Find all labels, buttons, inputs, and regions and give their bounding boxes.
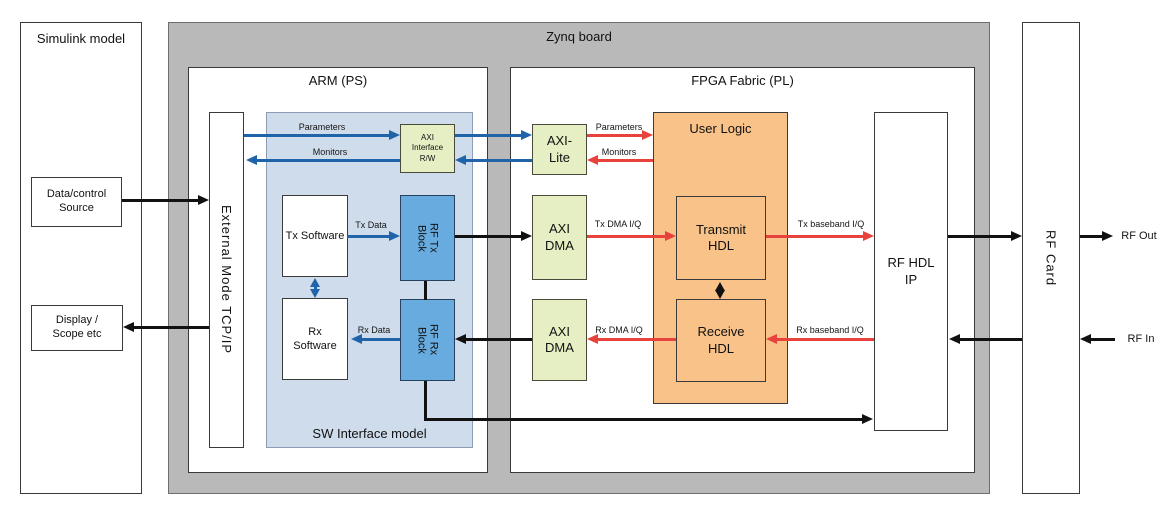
arrow-rx-data-head <box>351 334 362 344</box>
rx-software-label: Rx Software <box>293 325 337 352</box>
axi-dma-tx-block: AXI DMA <box>532 195 587 280</box>
rf-rx-block: RF Rx Block <box>400 299 455 381</box>
arrow-rfblock-to-rfhdl-vline <box>424 381 427 421</box>
arrow-transmit-receive-head-down <box>715 290 725 299</box>
label-tx-data: Tx Data <box>355 220 387 230</box>
label-rf-out: RF Out <box>1121 230 1157 242</box>
fpga-fabric-title: FPGA Fabric (PL) <box>691 73 794 88</box>
axi-dma-rx-block: AXI DMA <box>532 299 587 381</box>
rf-rx-block-label: RF Rx Block <box>415 324 440 356</box>
tx-software-block: Tx Software <box>282 195 348 277</box>
arrow-tx-baseband-line <box>766 235 863 238</box>
arrow-txsw-rxsw-head-up <box>310 278 320 287</box>
transmit-hdl-block: Transmit HDL <box>676 196 766 280</box>
label-rx-baseband-iq: Rx baseband I/Q <box>796 325 864 335</box>
arrow-rftx-to-axidma-line <box>455 235 521 238</box>
receive-hdl-block: Receive HDL <box>676 299 766 382</box>
rf-hdl-ip-label: RF HDL IP <box>887 255 935 287</box>
connector-rftx-rfrx-line <box>424 281 427 300</box>
arrow-rx-dma-head <box>587 334 598 344</box>
user-logic-title: User Logic <box>689 121 752 136</box>
tx-software-label: Tx Software <box>285 230 345 242</box>
label-tx-baseband-iq: Tx baseband I/Q <box>797 219 865 229</box>
arrow-tx-dma-head <box>665 231 676 241</box>
axi-lite-label: AXI- Lite <box>546 133 573 165</box>
external-mode-label: External Mode TCP/IP <box>219 205 234 355</box>
arrow-transmit-receive-head-up <box>715 282 725 291</box>
arrow-parameters-arm-line <box>244 134 389 137</box>
arrow-rfcard-to-rfhdl-line <box>960 338 1022 341</box>
arm-ps-title: ARM (PS) <box>308 73 368 88</box>
data-control-source-block: Data/control Source <box>31 177 122 227</box>
arrow-rfblock-to-rfhdl-hline <box>424 418 862 421</box>
arrow-rfcard-to-rfhdl-head <box>949 334 960 344</box>
simulink-model-title: Simulink model <box>36 31 126 46</box>
arrow-axilite-to-axiif-head <box>455 155 466 165</box>
receive-hdl-label: Receive HDL <box>697 324 745 356</box>
data-control-source-label: Data/control Source <box>46 188 107 214</box>
label-parameters-arm: Parameters <box>298 122 346 132</box>
simulink-model-container: Simulink model <box>20 22 142 494</box>
label-monitors-arm: Monitors <box>312 147 348 157</box>
rf-hdl-ip-block: RF HDL IP <box>874 112 948 431</box>
arrow-rftx-to-axidma-head <box>521 231 532 241</box>
arrow-source-to-extmode-head <box>198 195 209 205</box>
rf-card-block: RF Card <box>1022 22 1080 494</box>
arrow-rx-data-line <box>362 338 400 341</box>
label-rf-in: RF In <box>1127 333 1155 345</box>
transmit-hdl-label: Transmit HDL <box>695 221 747 253</box>
axi-dma-tx-label: AXI DMA <box>545 221 574 253</box>
arrow-extmode-to-display-line <box>134 326 209 329</box>
arrow-tx-dma-line <box>587 235 665 238</box>
arrow-txsw-rxsw-line <box>314 284 317 292</box>
arrow-tx-baseband-head <box>863 231 874 241</box>
rx-software-block: Rx Software <box>282 298 348 380</box>
arrow-rf-out-head <box>1102 231 1113 241</box>
label-parameters-fpga: Parameters <box>595 122 643 132</box>
label-rx-dma-iq: Rx DMA I/Q <box>595 325 643 335</box>
arrow-axiif-to-axilite-line <box>455 134 521 137</box>
axi-interface-rw-block: AXI Interface R/W <box>400 124 455 173</box>
arrow-tx-data-head <box>389 231 400 241</box>
arrow-axidma-to-rfrx-line <box>466 338 532 341</box>
arrow-monitors-fpga-head <box>587 155 598 165</box>
arrow-rf-out-line <box>1080 235 1102 238</box>
arrow-monitors-arm-line <box>257 159 400 162</box>
arrow-tx-data-line <box>347 235 389 238</box>
arrow-axidma-to-rfrx-head <box>455 334 466 344</box>
arrow-extmode-to-display-head <box>123 322 134 332</box>
arrow-axilite-to-axiif-line <box>466 159 532 162</box>
arrow-parameters-fpga-line <box>587 134 642 137</box>
arrow-rx-baseband-line <box>777 338 874 341</box>
label-rx-data: Rx Data <box>357 325 391 335</box>
arrow-monitors-fpga-line <box>598 159 653 162</box>
arrow-rfblock-to-rfhdl-head <box>862 414 873 424</box>
arrow-rfhdl-to-rfcard-head <box>1011 231 1022 241</box>
arrow-parameters-fpga-head <box>642 130 653 140</box>
arrow-monitors-arm-head <box>246 155 257 165</box>
rf-tx-block: RF Tx Block <box>400 195 455 281</box>
axi-dma-rx-label: AXI DMA <box>545 323 574 355</box>
display-scope-block: Display / Scope etc <box>31 305 123 351</box>
label-tx-dma-iq: Tx DMA I/Q <box>594 219 642 229</box>
arrow-rf-in-line <box>1091 338 1115 341</box>
arrow-rx-baseband-head <box>766 334 777 344</box>
external-mode-block: External Mode TCP/IP <box>209 112 244 448</box>
arrow-rfhdl-to-rfcard-line <box>948 235 1011 238</box>
arrow-parameters-arm-head <box>389 130 400 140</box>
arrow-rf-in-head <box>1080 334 1091 344</box>
zynq-board-title: Zynq board <box>546 29 612 44</box>
rf-card-label: RF Card <box>1043 229 1059 287</box>
label-monitors-fpga: Monitors <box>601 147 637 157</box>
axi-lite-block: AXI- Lite <box>532 124 587 175</box>
display-scope-label: Display / Scope etc <box>52 314 102 340</box>
arrow-txsw-rxsw-head-down <box>310 289 320 298</box>
arrow-rx-dma-line <box>598 338 676 341</box>
sw-interface-label: SW Interface model <box>312 426 427 441</box>
arrow-source-to-extmode-line <box>122 199 198 202</box>
axi-interface-rw-label: AXI Interface R/W <box>411 132 444 163</box>
arrow-axiif-to-axilite-head <box>521 130 532 140</box>
rf-tx-block-label: RF Tx Block <box>415 223 440 253</box>
